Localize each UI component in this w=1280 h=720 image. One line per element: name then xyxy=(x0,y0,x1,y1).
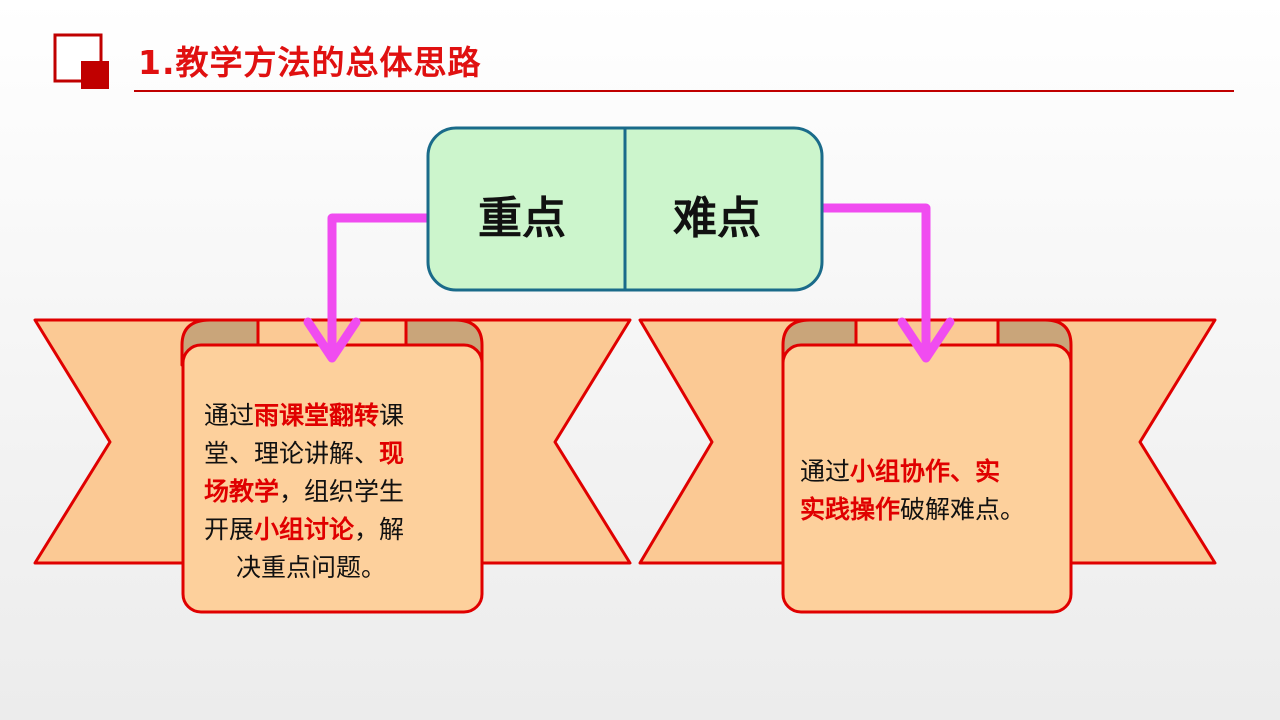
text: 决重点问题。 xyxy=(236,553,387,582)
left-scroll-text: 通过雨课堂翻转课 堂、理论讲解、现 场教学，组织学生 开展小组讨论，解 决重点问… xyxy=(204,397,474,587)
title-icon xyxy=(53,33,109,89)
text: 通过 xyxy=(204,401,255,430)
title-divider xyxy=(134,90,1234,92)
difficult-points-label: 难点 xyxy=(673,193,761,244)
highlight: 小组协作、实 xyxy=(850,457,1001,486)
highlight: 场教学 xyxy=(204,477,280,506)
highlight: 雨课堂翻转 xyxy=(254,401,380,430)
text: 破解难点。 xyxy=(900,495,1026,524)
text: 堂、理论讲解、 xyxy=(204,439,380,468)
text: 课 xyxy=(379,401,405,430)
text: ，解 xyxy=(354,515,405,544)
top-box xyxy=(426,126,824,292)
left-ribbon xyxy=(33,318,632,614)
text: 开展 xyxy=(204,515,255,544)
arrow-right xyxy=(817,203,955,363)
highlight: 小组讨论 xyxy=(254,515,355,544)
highlight: 实践操作 xyxy=(800,495,901,524)
text: ，组织学生 xyxy=(279,477,405,506)
arrow-left xyxy=(303,213,433,363)
right-scroll-text: 通过小组协作、实 实践操作破解难点。 xyxy=(800,453,1065,529)
page-title: 1.教学方法的总体思路 xyxy=(138,43,482,82)
text: 通过 xyxy=(800,457,851,486)
right-ribbon xyxy=(638,318,1217,614)
key-points-label: 重点 xyxy=(478,193,566,244)
highlight: 现 xyxy=(379,439,405,468)
